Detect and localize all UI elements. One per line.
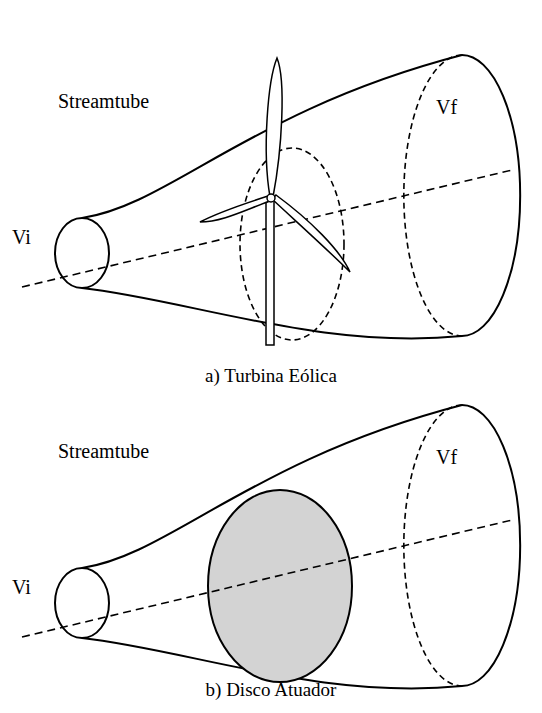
region-label: Streamtube: [58, 440, 149, 462]
velocity-label: Vi: [12, 576, 31, 598]
velocity-label: Vf: [436, 446, 457, 468]
region-label: Streamtube: [58, 90, 149, 112]
velocity-label: Vi: [12, 226, 31, 248]
subfigure-caption: b) Disco Atuador: [206, 680, 337, 701]
panel-b: [22, 405, 520, 688]
subfigure-caption: a) Turbina Eólica: [205, 366, 337, 387]
panel-a: [22, 55, 520, 345]
velocity-label: Vf: [436, 96, 457, 118]
